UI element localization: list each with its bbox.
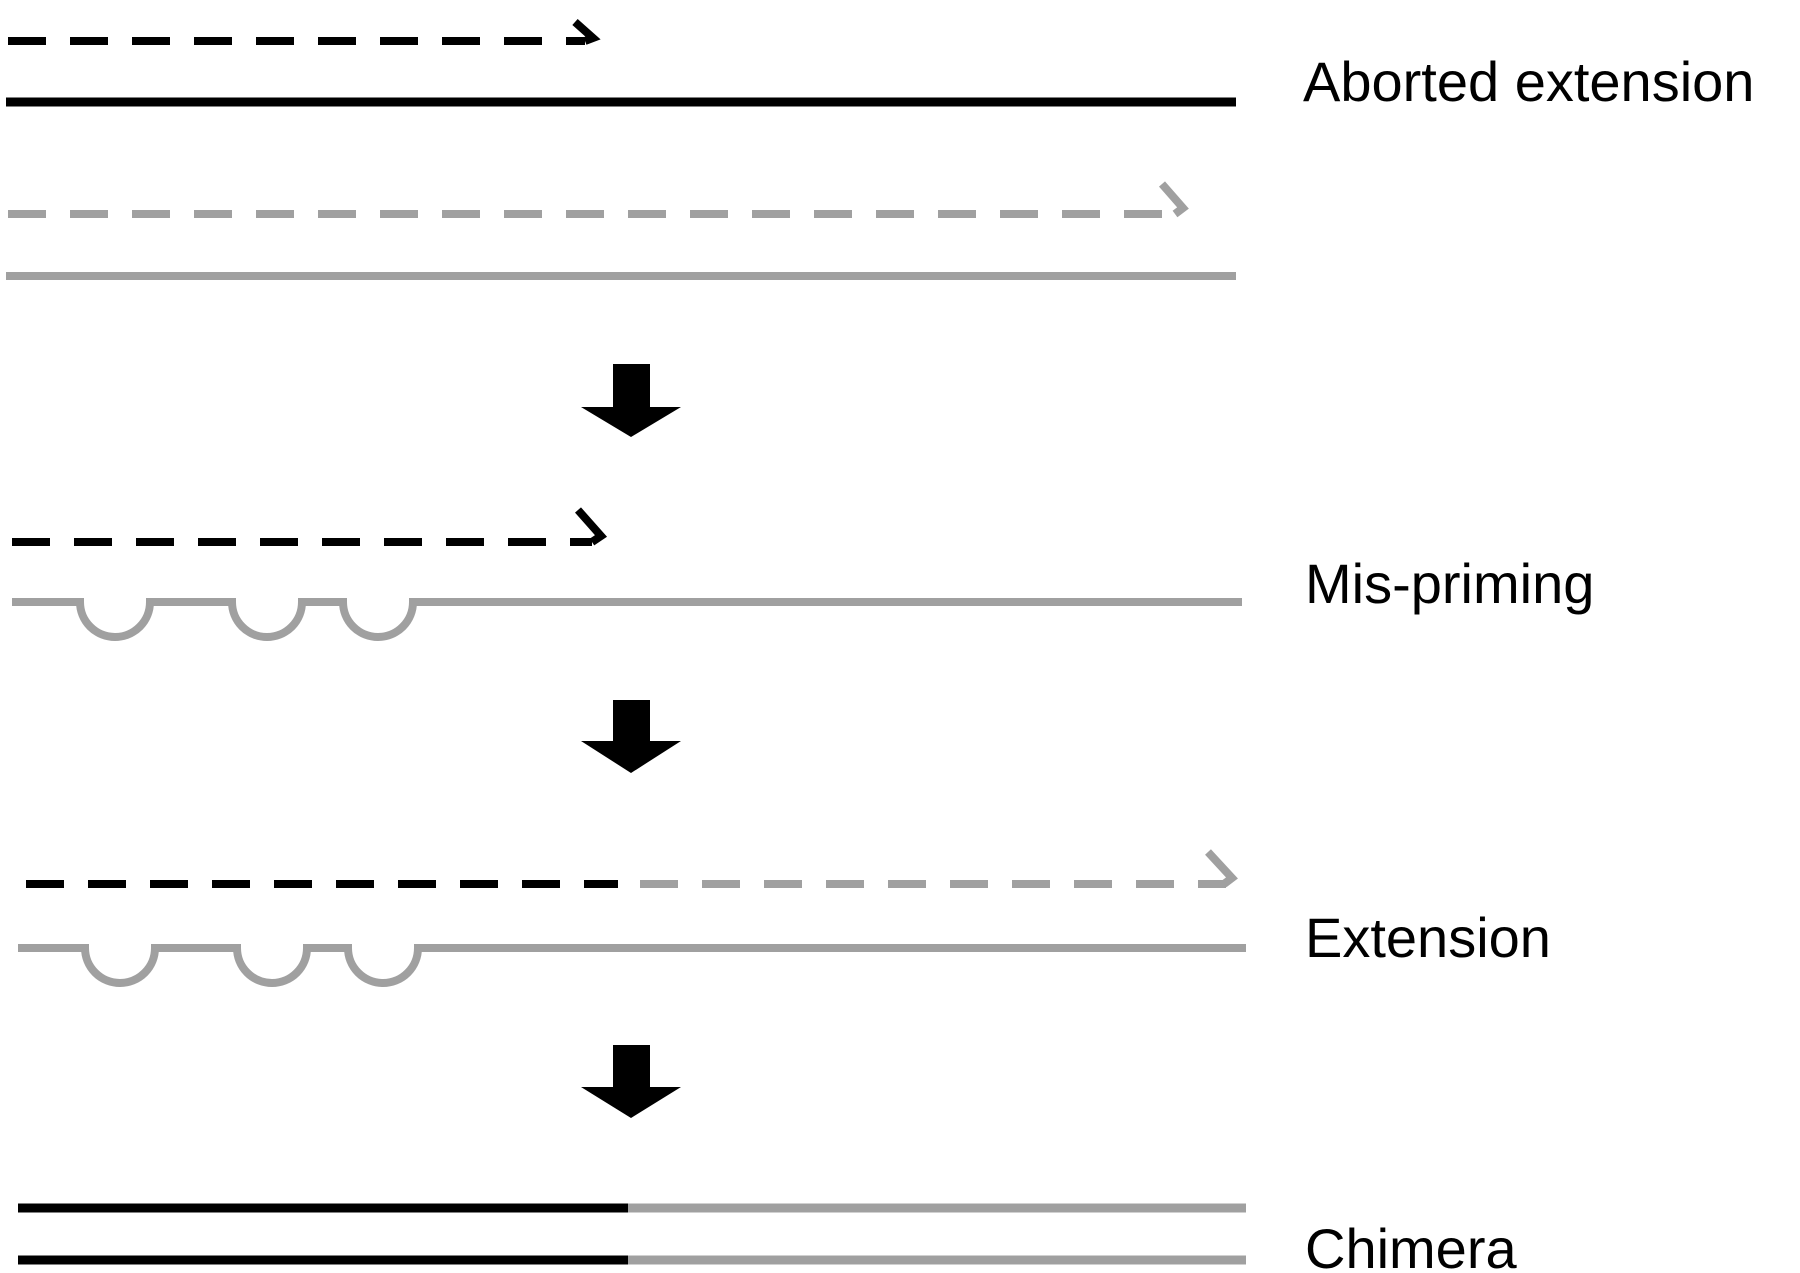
half-arrowhead-icon (572, 19, 601, 45)
step-mis-priming: Mis-priming (12, 507, 1594, 641)
half-arrowhead-icon (575, 507, 608, 546)
step-label-mis-priming: Mis-priming (1305, 552, 1594, 615)
down-arrow-icon (581, 700, 681, 773)
step-extension: Extension (18, 849, 1551, 987)
gray-template-with-loops (12, 598, 1242, 641)
half-arrowhead-icon (1205, 849, 1238, 888)
down-arrow-icon (581, 1045, 681, 1118)
step-aborted-extension: Aborted extension (6, 19, 1754, 280)
half-arrowhead-icon (1158, 181, 1189, 218)
down-arrow-icon (581, 364, 681, 437)
gray-template-with-loops (18, 944, 1246, 987)
step-label-extension: Extension (1305, 906, 1551, 969)
step-label-chimera: Chimera (1305, 1217, 1517, 1273)
step-label-aborted-extension: Aborted extension (1303, 50, 1754, 113)
step-chimera: Chimera (18, 1203, 1517, 1273)
